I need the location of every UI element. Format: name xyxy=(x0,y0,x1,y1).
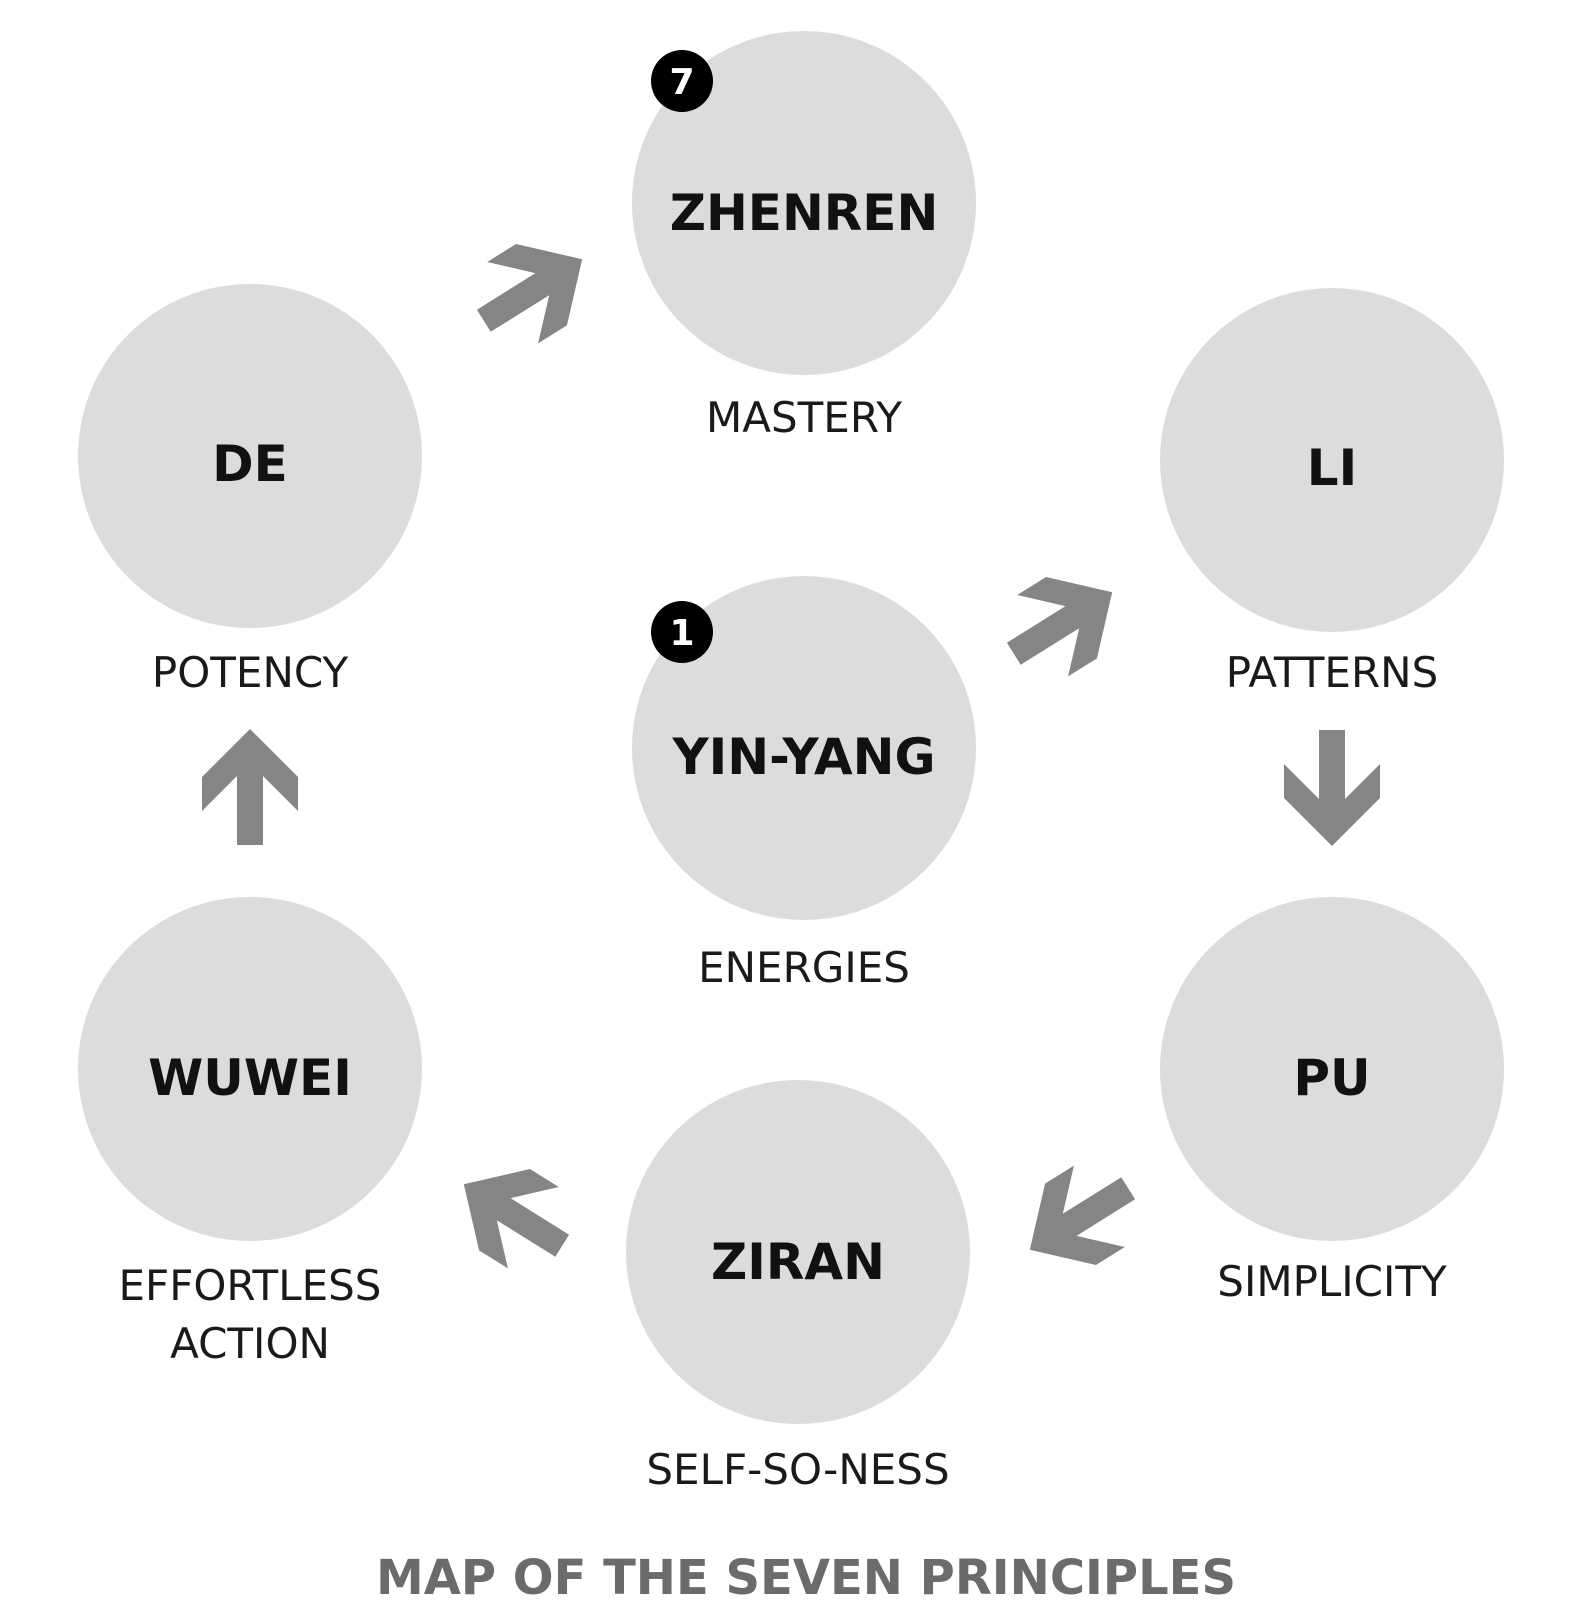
node-zhenren-badge: 7 xyxy=(651,50,713,112)
node-zhenren: ZHENREN MASTERY 7 xyxy=(632,31,976,442)
node-pu-subtitle: SIMPLICITY xyxy=(1217,1257,1447,1306)
node-de: DE POTENCY xyxy=(78,284,422,697)
arrow-up-right-icon xyxy=(458,218,608,362)
badge-circle xyxy=(651,50,713,112)
node-li-name: LI xyxy=(1307,439,1357,497)
node-zhenren-name: ZHENREN xyxy=(670,184,939,242)
arrow-up-right-icon xyxy=(988,551,1138,695)
node-zhenren-subtitle: MASTERY xyxy=(706,393,902,442)
node-pu-name: PU xyxy=(1293,1049,1370,1107)
node-zhenren-circle xyxy=(632,31,976,375)
node-ziran-subtitle: SELF-SO-NESS xyxy=(646,1445,949,1494)
badge-number: 1 xyxy=(669,613,694,654)
arrow-up-left-icon xyxy=(438,1143,588,1287)
node-ziran-name: ZIRAN xyxy=(711,1233,885,1291)
node-pu: PU SIMPLICITY xyxy=(1160,897,1504,1306)
node-yin-yang-circle xyxy=(632,576,976,920)
node-yin-yang-badge: 1 xyxy=(651,601,713,663)
node-wuwei-subtitle-line2: ACTION xyxy=(170,1319,330,1368)
node-wuwei-circle xyxy=(78,897,422,1241)
node-ziran: ZIRAN SELF-SO-NESS xyxy=(626,1080,970,1494)
badge-number: 7 xyxy=(669,62,694,103)
arrow-up-icon xyxy=(202,729,298,845)
node-li-subtitle: PATTERNS xyxy=(1226,648,1438,697)
node-yin-yang-name: YIN-YANG xyxy=(671,728,935,786)
node-yin-yang-subtitle: ENERGIES xyxy=(698,943,910,992)
node-wuwei-subtitle-line1: EFFORTLESS xyxy=(119,1261,382,1310)
node-li-circle xyxy=(1160,288,1504,632)
arrow-down-icon xyxy=(1284,730,1380,846)
node-de-circle xyxy=(78,284,422,628)
node-de-subtitle: POTENCY xyxy=(152,648,349,697)
node-ziran-circle xyxy=(626,1080,970,1424)
diagram-title: MAP OF THE SEVEN PRINCIPLES xyxy=(376,1550,1236,1606)
node-de-name: DE xyxy=(212,435,288,493)
node-wuwei-name: WUWEI xyxy=(148,1049,352,1107)
node-yin-yang: YIN-YANG ENERGIES 1 xyxy=(632,576,976,992)
node-wuwei: WUWEI EFFORTLESS ACTION xyxy=(78,897,422,1368)
node-li: LI PATTERNS xyxy=(1160,288,1504,697)
arrow-down-left-icon xyxy=(1004,1147,1154,1291)
node-pu-circle xyxy=(1160,897,1504,1241)
badge-circle xyxy=(651,601,713,663)
